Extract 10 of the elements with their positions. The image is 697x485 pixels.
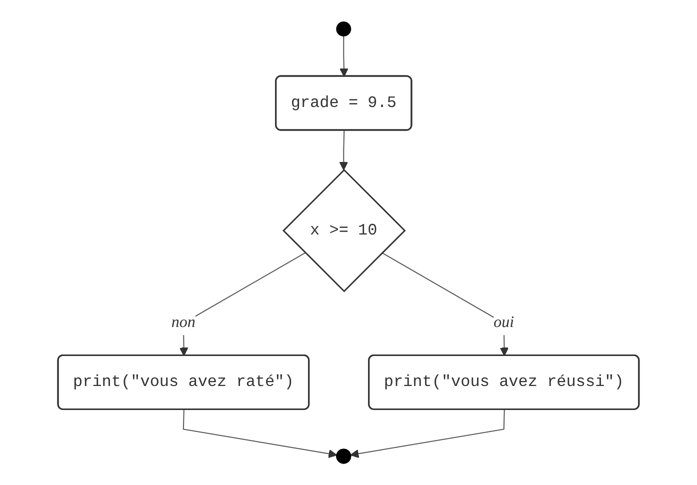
arrow — [350, 409, 505, 458]
edge-label: non — [171, 314, 196, 332]
edge-label: oui — [494, 314, 514, 332]
arrow — [382, 252, 509, 356]
arrow — [340, 35, 348, 77]
arrow — [182, 409, 338, 458]
arrow — [179, 252, 306, 356]
node-diamond: x >= 10 — [282, 168, 406, 292]
node-circle — [336, 21, 352, 36]
arrow — [339, 130, 348, 170]
